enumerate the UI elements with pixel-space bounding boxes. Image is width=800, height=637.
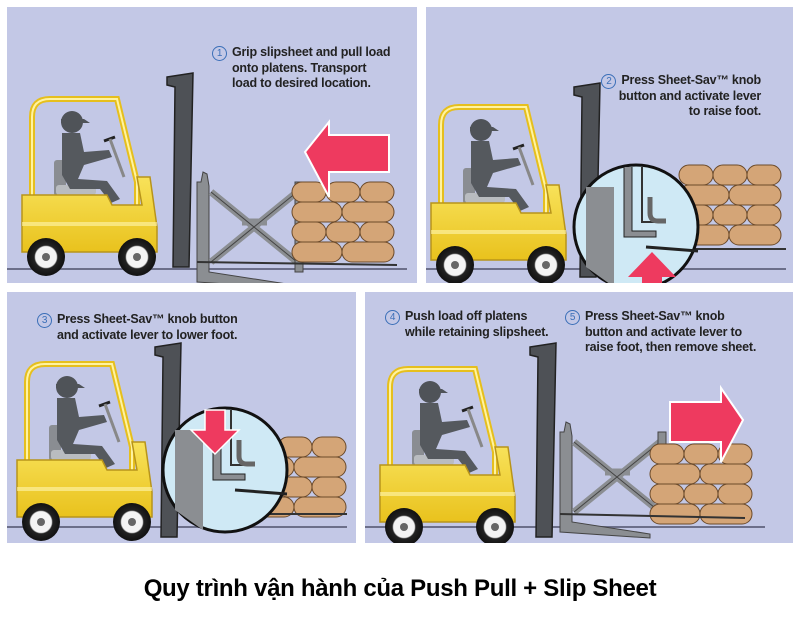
arrow-right-icon <box>669 384 745 463</box>
step-number-2: 2 <box>601 74 617 89</box>
step-number-1: 1 <box>212 46 227 61</box>
mast-icon <box>529 342 557 538</box>
push-pull-attachment-icon <box>560 422 666 538</box>
forklift-icon <box>17 364 152 541</box>
magnifier-detail-icon <box>574 165 698 283</box>
illustration-pull-load <box>7 72 407 283</box>
step-number-4: 4 <box>385 310 400 325</box>
load-stack-icon <box>291 181 395 263</box>
step-number-5: 5 <box>565 310 580 325</box>
step-number-3: 3 <box>37 313 52 328</box>
push-pull-attachment-icon <box>197 172 303 283</box>
arrow-left-icon <box>303 119 390 198</box>
forklift-icon <box>380 369 515 543</box>
mast-icon <box>166 72 194 268</box>
load-stack-icon <box>649 443 753 525</box>
figure-caption: Quy trình vận hành của Push Pull + Slip … <box>143 575 657 602</box>
forklift-icon <box>431 107 566 283</box>
arrow-up-icon <box>628 252 676 283</box>
forklift-icon <box>22 99 157 276</box>
illustration-raise-foot <box>426 82 786 283</box>
illustration-lower-foot <box>7 342 347 543</box>
arrow-down-icon <box>189 409 241 456</box>
illustration-push-load <box>365 342 765 543</box>
